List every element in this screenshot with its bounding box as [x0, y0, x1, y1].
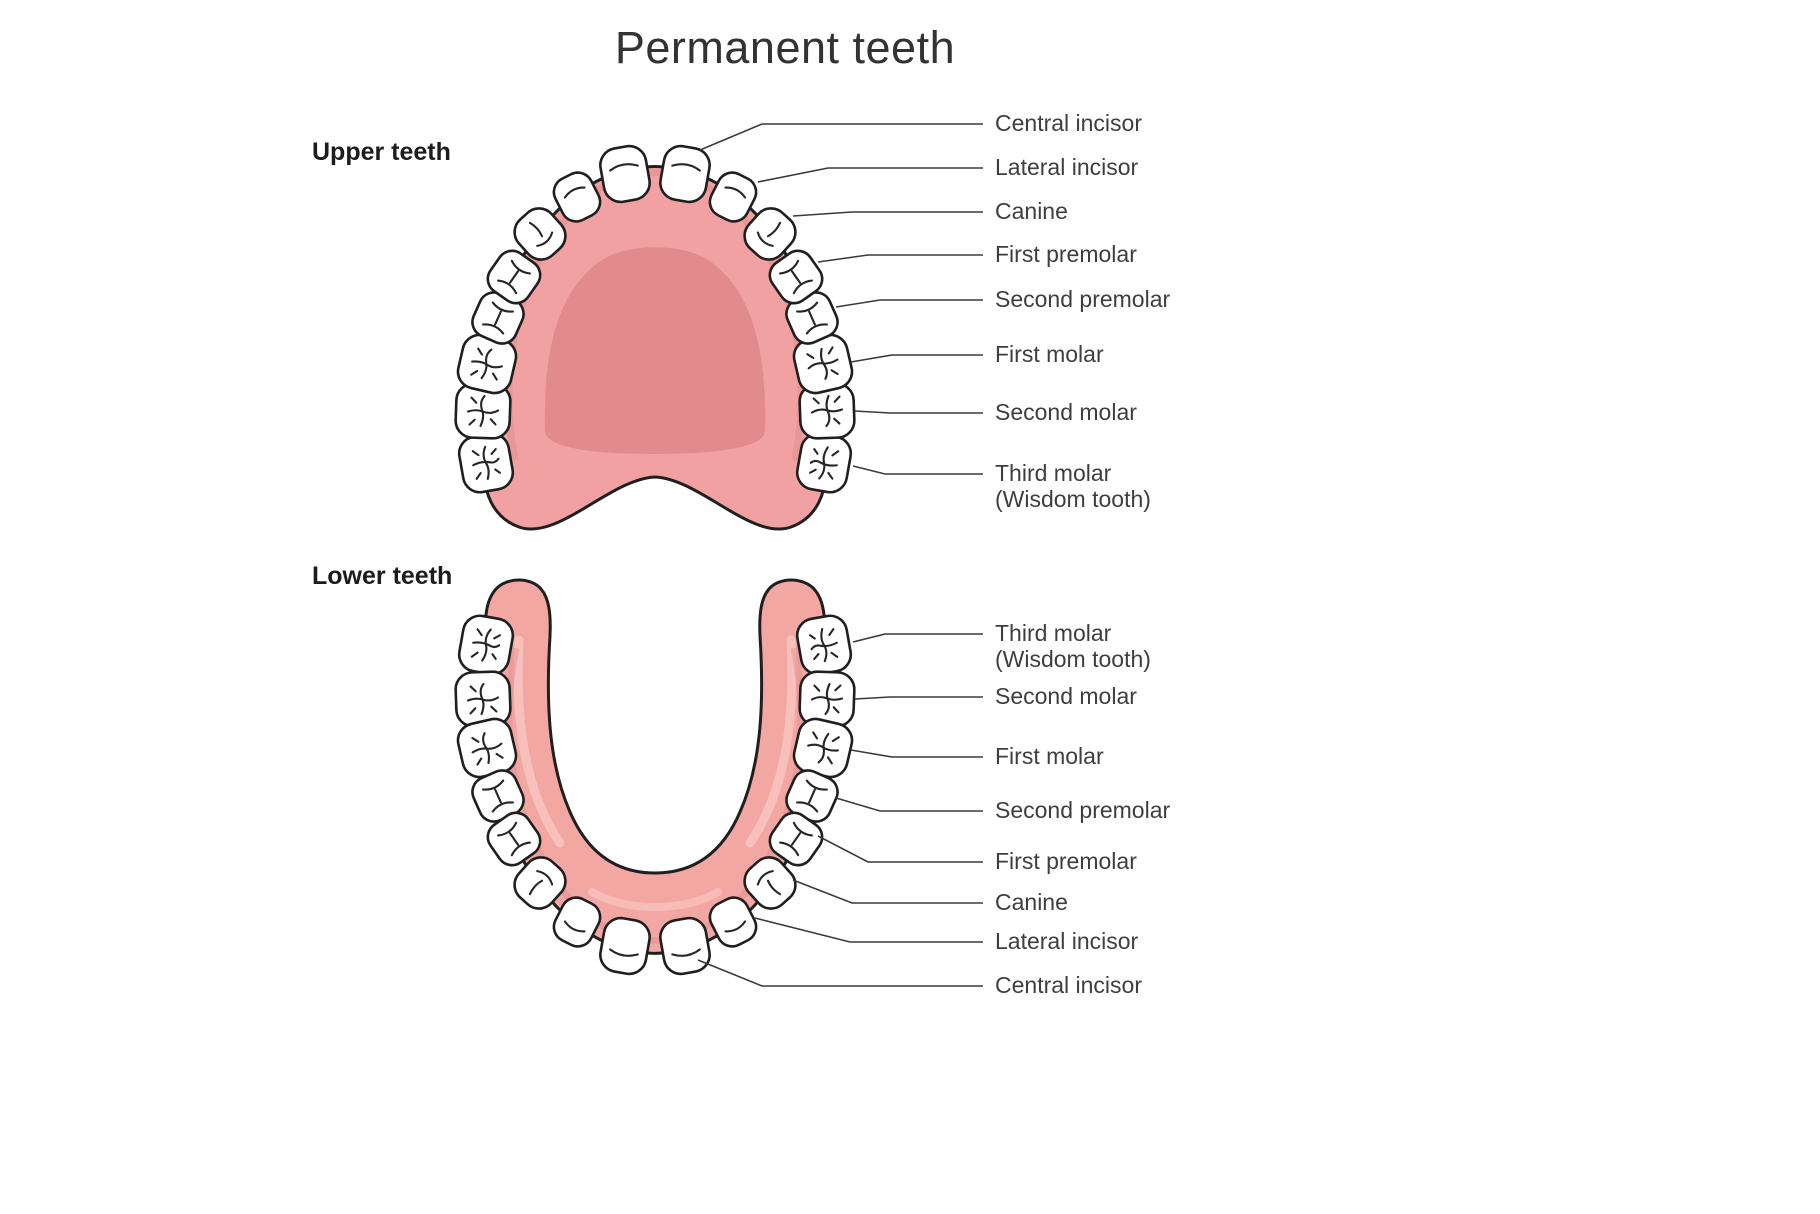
upper-right-third-molar	[793, 429, 855, 497]
label-upper-second-molar: Second molar	[995, 399, 1137, 425]
lower-leader-lines	[697, 633, 983, 987]
upper-left-third-molar	[455, 429, 517, 497]
label-upper-canine: Canine	[995, 198, 1068, 224]
lower-right-third-molar	[793, 611, 855, 679]
label-line: Second molar	[995, 399, 1137, 425]
label-upper-first-molar: First molar	[995, 341, 1104, 367]
label-line: First premolar	[995, 848, 1137, 874]
label-line: First molar	[995, 743, 1104, 769]
section-label-upper: Upper teeth	[312, 138, 451, 166]
label-line: Canine	[995, 198, 1068, 224]
label-line: Third molar	[995, 460, 1112, 486]
label-line: First molar	[995, 341, 1104, 367]
leader-lower-canine	[792, 879, 983, 904]
lower-left-second-molar	[453, 669, 513, 729]
lower-right-second-molar	[797, 669, 857, 729]
leader-lower-lateral-incisor	[754, 917, 983, 943]
lower-gum-highlight-bottom	[588, 888, 722, 911]
leader-lower-third-molar	[852, 633, 983, 643]
diagram-title: Permanent teeth	[614, 22, 956, 73]
label-line: Second molar	[995, 683, 1137, 709]
lower-gum-highlight-left	[513, 635, 565, 848]
upper-left-central-incisor	[596, 142, 654, 206]
label-lower-first-premolar: First premolar	[995, 848, 1137, 874]
label-lower-central-incisor: Central incisor	[995, 972, 1142, 998]
label-line: Central incisor	[995, 972, 1142, 998]
upper-leader-lines	[699, 123, 983, 475]
upper-arch	[453, 123, 983, 531]
label-upper-third-molar: Third molar (Wisdom tooth)	[995, 460, 1151, 512]
leader-lower-second-premolar	[835, 797, 983, 812]
leader-upper-third-molar	[852, 465, 983, 475]
leader-lower-first-premolar	[817, 835, 983, 863]
leader-upper-second-premolar	[835, 299, 983, 308]
section-label-lower: Lower teeth	[312, 562, 453, 590]
label-upper-second-premolar: Second premolar	[995, 286, 1170, 312]
leader-lower-first-molar	[850, 749, 983, 758]
lower-gum-highlight-right	[745, 635, 797, 848]
lower-right-central-incisor	[656, 914, 714, 978]
label-line: Central incisor	[995, 110, 1142, 136]
label-lower-third-molar: Third molar (Wisdom tooth)	[995, 620, 1151, 672]
label-line: (Wisdom tooth)	[995, 486, 1151, 512]
label-lower-second-premolar: Second premolar	[995, 797, 1170, 823]
lower-left-third-molar	[455, 611, 517, 679]
leader-upper-canine	[792, 211, 983, 217]
label-line: (Wisdom tooth)	[995, 646, 1151, 672]
leader-upper-central-incisor	[699, 123, 983, 151]
label-upper-central-incisor: Central incisor	[995, 110, 1142, 136]
label-line: First premolar	[995, 241, 1137, 267]
label-upper-lateral-incisor: Lateral incisor	[995, 154, 1138, 180]
leader-lower-central-incisor	[697, 959, 983, 987]
upper-palate	[544, 247, 766, 454]
label-lower-first-molar: First molar	[995, 743, 1104, 769]
label-lower-second-molar: Second molar	[995, 683, 1137, 709]
label-line: Lateral incisor	[995, 928, 1139, 954]
label-line: Canine	[995, 889, 1068, 915]
leader-upper-first-premolar	[817, 254, 983, 263]
leader-upper-lateral-incisor	[757, 167, 983, 183]
lower-left-central-incisor	[596, 914, 654, 978]
leader-upper-second-molar	[854, 410, 983, 414]
label-line: Lateral incisor	[995, 154, 1139, 180]
label-line: Second premolar	[995, 286, 1171, 312]
leader-lower-second-molar	[854, 696, 983, 700]
lower-arch	[453, 578, 983, 987]
label-lower-canine: Canine	[995, 889, 1068, 915]
upper-right-central-incisor	[656, 142, 714, 206]
label-lower-lateral-incisor: Lateral incisor	[995, 928, 1138, 954]
label-upper-first-premolar: First premolar	[995, 241, 1137, 267]
label-line: Second premolar	[995, 797, 1171, 823]
label-line: Third molar	[995, 620, 1112, 646]
leader-upper-first-molar	[850, 354, 983, 363]
